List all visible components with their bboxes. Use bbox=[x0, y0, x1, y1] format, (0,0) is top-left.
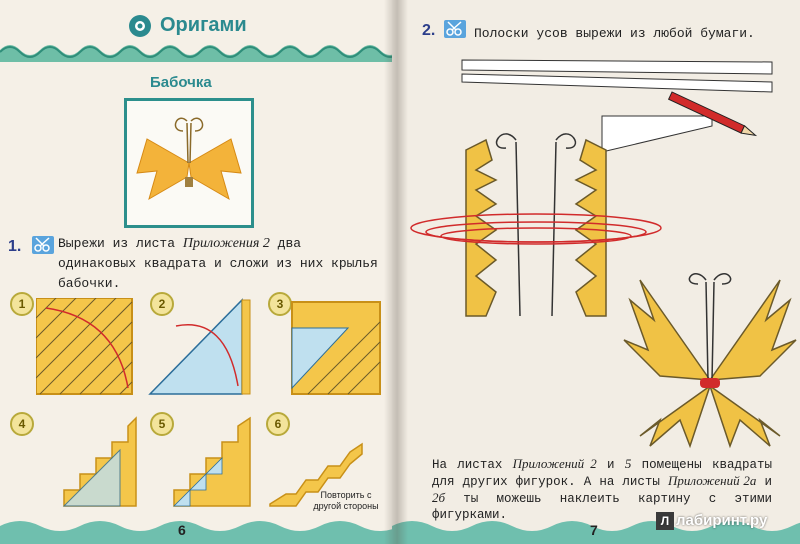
step-badge-6: 6 bbox=[266, 412, 290, 436]
step-1-diagram bbox=[36, 298, 133, 395]
info-text: ты можешь наклеить картину с этими фигур… bbox=[432, 492, 772, 522]
info-text-italic: Приложений 2а bbox=[668, 473, 757, 488]
task-1-text-part: два одинаковых квадрата и сложи из них к… bbox=[58, 236, 378, 291]
step-4-diagram bbox=[62, 416, 137, 507]
butterfly-illustration bbox=[127, 101, 251, 225]
info-text-italic: 2б bbox=[432, 490, 446, 505]
watermark-icon: Л bbox=[656, 512, 674, 531]
scissors-icon bbox=[32, 236, 54, 254]
butterfly-photo bbox=[124, 98, 254, 228]
section-subtitle: Бабочка bbox=[150, 74, 212, 91]
step-2-diagram bbox=[148, 298, 251, 395]
wave-band-top bbox=[0, 45, 392, 62]
step-badge-4: 4 bbox=[10, 412, 34, 436]
step-5-diagram bbox=[173, 416, 251, 507]
right-page: 2. Полоски усов вырежи из любой бумаги. bbox=[392, 0, 800, 544]
info-text: На листах bbox=[432, 458, 513, 472]
step-3-diagram bbox=[291, 301, 381, 395]
bottom-band-right bbox=[392, 521, 800, 544]
info-paragraph: На листах Приложений 2 и 5 помещены квад… bbox=[432, 456, 772, 523]
book-gutter bbox=[384, 0, 408, 544]
flower-icon bbox=[129, 15, 151, 37]
finished-butterfly-illustration bbox=[623, 273, 797, 449]
page-number-left: 6 bbox=[178, 522, 186, 538]
info-text-italic: Приложений 2 bbox=[512, 456, 597, 471]
task-1-text-italic: Приложения 2 bbox=[182, 236, 270, 251]
paper-strips-illustration bbox=[461, 59, 773, 153]
step-badge-2: 2 bbox=[150, 292, 174, 316]
page-title: Оригами bbox=[160, 14, 247, 36]
step-6-diagram bbox=[269, 442, 363, 507]
task-2-number: 2. bbox=[422, 22, 436, 39]
task-2-text: Полоски усов вырежи из любой бумаги. bbox=[474, 26, 755, 41]
step-badge-5: 5 bbox=[150, 412, 174, 436]
scissors-icon bbox=[444, 20, 466, 38]
watermark-text: лабиринт.ру bbox=[676, 512, 768, 529]
page-number-right: 7 bbox=[590, 522, 598, 538]
info-text: помещены квадраты для других фигурок. А … bbox=[432, 458, 772, 489]
repeat-note: Повторить с другой стороны bbox=[313, 490, 379, 511]
step-badge-1: 1 bbox=[10, 292, 34, 316]
bottom-band-left bbox=[0, 521, 392, 544]
info-text: и bbox=[756, 475, 772, 489]
task-1-text: Вырежи из листа Приложения 2 два одинако… bbox=[58, 234, 380, 294]
info-text: и bbox=[596, 458, 625, 472]
info-text-italic: 5 bbox=[624, 456, 632, 471]
accordion-wings-illustration bbox=[410, 133, 662, 317]
task-1-number: 1. bbox=[8, 238, 22, 255]
step-badge-3: 3 bbox=[268, 292, 292, 316]
task-1-text-part: Вырежи из листа bbox=[58, 236, 183, 251]
left-page: Оригами Бабочка 1. Вырежи из листа Прило… bbox=[0, 0, 392, 544]
